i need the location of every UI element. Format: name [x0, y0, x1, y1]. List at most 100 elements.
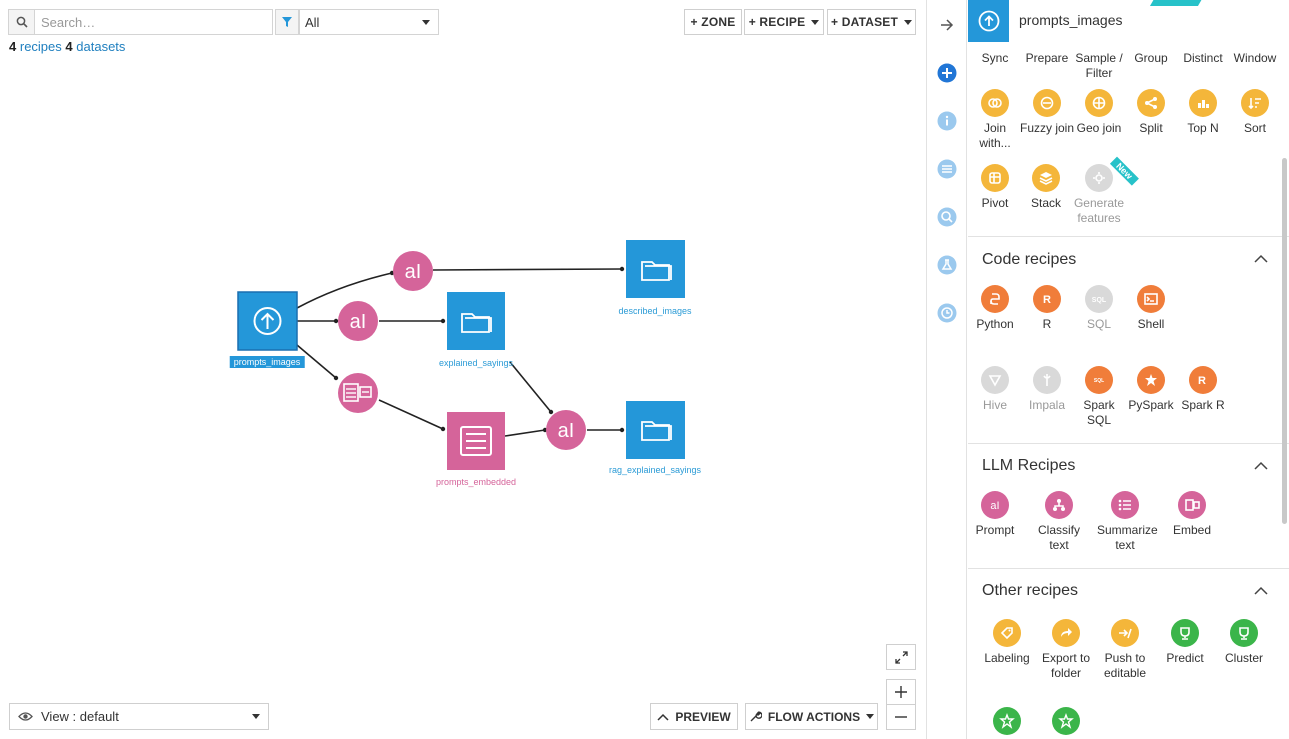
add-dataset-button[interactable]: + DATASET [827, 9, 916, 35]
group-recipe-button[interactable]: Group [1123, 19, 1179, 66]
recipe-label: Spark R [1181, 398, 1225, 412]
classify-text-recipe-button[interactable]: Classify text [1031, 491, 1087, 553]
pivot-recipe-button[interactable]: Pivot [968, 164, 1023, 211]
node-label-explained-sayings[interactable]: explained_sayings [438, 358, 514, 368]
split-recipe-button[interactable]: Split [1123, 89, 1179, 136]
recipe-label: Fuzzy join [1019, 121, 1075, 135]
labeling-recipe-button[interactable]: Labeling [979, 619, 1035, 666]
prepare-recipe-button[interactable]: Prepare [1019, 19, 1075, 66]
summarize-text-recipe-button[interactable]: Summarize text [1097, 491, 1158, 553]
hive-recipe-button[interactable]: Hive [968, 366, 1023, 413]
dataset-node-prompts-embedded[interactable] [447, 412, 505, 470]
list-icon [937, 159, 957, 179]
discussions-button[interactable] [936, 206, 958, 228]
node-label-prompts-images[interactable]: prompts_images [229, 356, 305, 368]
predict-recipe-button[interactable]: Predict [1157, 619, 1213, 666]
add-zone-button[interactable]: + ZONE [684, 9, 742, 35]
code-recipes-title: Code recipes [982, 251, 1077, 268]
prompt-recipe-node-1[interactable]: aI [393, 251, 433, 291]
view-selector[interactable]: View : default [9, 703, 269, 730]
window-recipe-button[interactable]: Window [1227, 19, 1283, 66]
distinct-recipe-button[interactable]: Distinct [1175, 19, 1231, 66]
export-to-folder-recipe-button[interactable]: Export to folder [1038, 619, 1094, 681]
spark-r-recipe-button[interactable]: R Spark R [1175, 366, 1231, 413]
flow-edge [378, 399, 444, 430]
classify-text-icon [1045, 491, 1073, 519]
sync-recipe-button[interactable]: Sync [968, 19, 1023, 66]
embed-icon [343, 383, 372, 402]
recipe-label: Labeling [984, 651, 1030, 665]
cluster-recipe-button[interactable]: Cluster [1216, 619, 1272, 666]
sort-recipe-button[interactable]: Sort [1227, 89, 1283, 136]
shell-recipe-button[interactable]: Shell [1123, 285, 1179, 332]
folder-node-described-images[interactable] [626, 240, 685, 298]
python-recipe-button[interactable]: Python [968, 285, 1023, 332]
push-to-editable-recipe-button[interactable]: Push to editable [1097, 619, 1153, 681]
impala-recipe-button[interactable]: Impala [1019, 366, 1075, 413]
push-to-editable-icon [1111, 619, 1139, 647]
details-button[interactable] [936, 110, 958, 132]
geo-join-recipe-button[interactable]: Geo join [1071, 89, 1127, 136]
prompt-recipe-node-2[interactable]: aI [338, 301, 378, 341]
zoom-in-button[interactable] [886, 679, 916, 705]
top-n-icon [1189, 89, 1217, 117]
folder-node-explained-sayings[interactable] [447, 292, 505, 350]
generate-features-recipe-button[interactable]: Generate features [1071, 164, 1127, 226]
filter-dropdown[interactable]: All [299, 9, 439, 35]
flow-actions-button[interactable]: FLOW ACTIONS [745, 703, 878, 730]
sort-icon [1241, 89, 1269, 117]
recipe-label: Embed [1172, 523, 1212, 537]
chevron-up-icon[interactable] [1254, 254, 1268, 263]
recipe-label: Prepare [1025, 51, 1069, 65]
panel-scrollbar[interactable] [1282, 158, 1287, 524]
join-with-recipe-button[interactable]: Join with... [968, 89, 1023, 151]
timeline-button[interactable] [936, 302, 958, 324]
chevron-up-icon[interactable] [1254, 586, 1268, 595]
prompt-recipe-node-3[interactable]: aI [546, 410, 586, 450]
datasets-link[interactable]: datasets [76, 39, 126, 54]
preview-button[interactable]: PREVIEW [650, 703, 738, 730]
pyspark-recipe-button[interactable]: PySpark [1123, 366, 1179, 413]
fit-screen-button[interactable] [886, 644, 916, 670]
folder-node-rag-explained-sayings[interactable] [626, 401, 685, 459]
sample-filter-recipe-button[interactable]: Sample / Filter [1071, 19, 1127, 81]
flow-graph: aI aI aI [237, 240, 685, 470]
flask-icon [937, 255, 957, 275]
search-input[interactable] [35, 10, 271, 34]
flow-canvas[interactable]: All 4 recipes 4 datasets + ZONE + RECIPE… [0, 0, 926, 739]
schema-button[interactable] [936, 158, 958, 180]
add-recipe-button[interactable]: + RECIPE [744, 9, 824, 35]
labeling-icon [993, 619, 1021, 647]
filter-icon[interactable] [275, 9, 299, 35]
top-n-recipe-button[interactable]: Top N [1175, 89, 1231, 136]
chevron-up-icon[interactable] [1254, 461, 1268, 470]
star-recipe-icon[interactable] [1052, 707, 1080, 735]
add-action-button[interactable] [936, 62, 958, 84]
lab-button[interactable] [936, 254, 958, 276]
summarize-text-icon [1111, 491, 1139, 519]
embed-recipe-button[interactable]: Embed [1164, 491, 1220, 538]
stack-recipe-button[interactable]: Stack [1018, 164, 1074, 211]
node-label-described-images[interactable]: described_images [618, 306, 692, 316]
new-badge [1149, 0, 1207, 6]
node-label-prompts-embedded[interactable]: prompts_embedded [435, 477, 517, 487]
chevron-up-icon [657, 713, 669, 721]
actions-panel: prompts_images Code recipes LLM Recipes … [968, 0, 1289, 739]
cluster-icon [1230, 619, 1258, 647]
recipes-link[interactable]: recipes [19, 39, 62, 54]
r-icon: R [1033, 285, 1061, 313]
star-recipe-icon[interactable] [993, 707, 1021, 735]
node-label-rag-explained-sayings[interactable]: rag_explained_sayings [608, 465, 702, 475]
collapse-panel-button[interactable] [936, 14, 958, 36]
embed-recipe-node[interactable] [338, 373, 378, 413]
zoom-out-button[interactable] [886, 704, 916, 730]
spark-r-icon: R [1189, 366, 1217, 394]
preview-label: PREVIEW [675, 709, 731, 724]
dataset-node-prompts-images[interactable] [237, 291, 298, 351]
recipe-label: Hive [982, 398, 1007, 412]
fuzzy-join-recipe-button[interactable]: Fuzzy join [1019, 89, 1075, 136]
